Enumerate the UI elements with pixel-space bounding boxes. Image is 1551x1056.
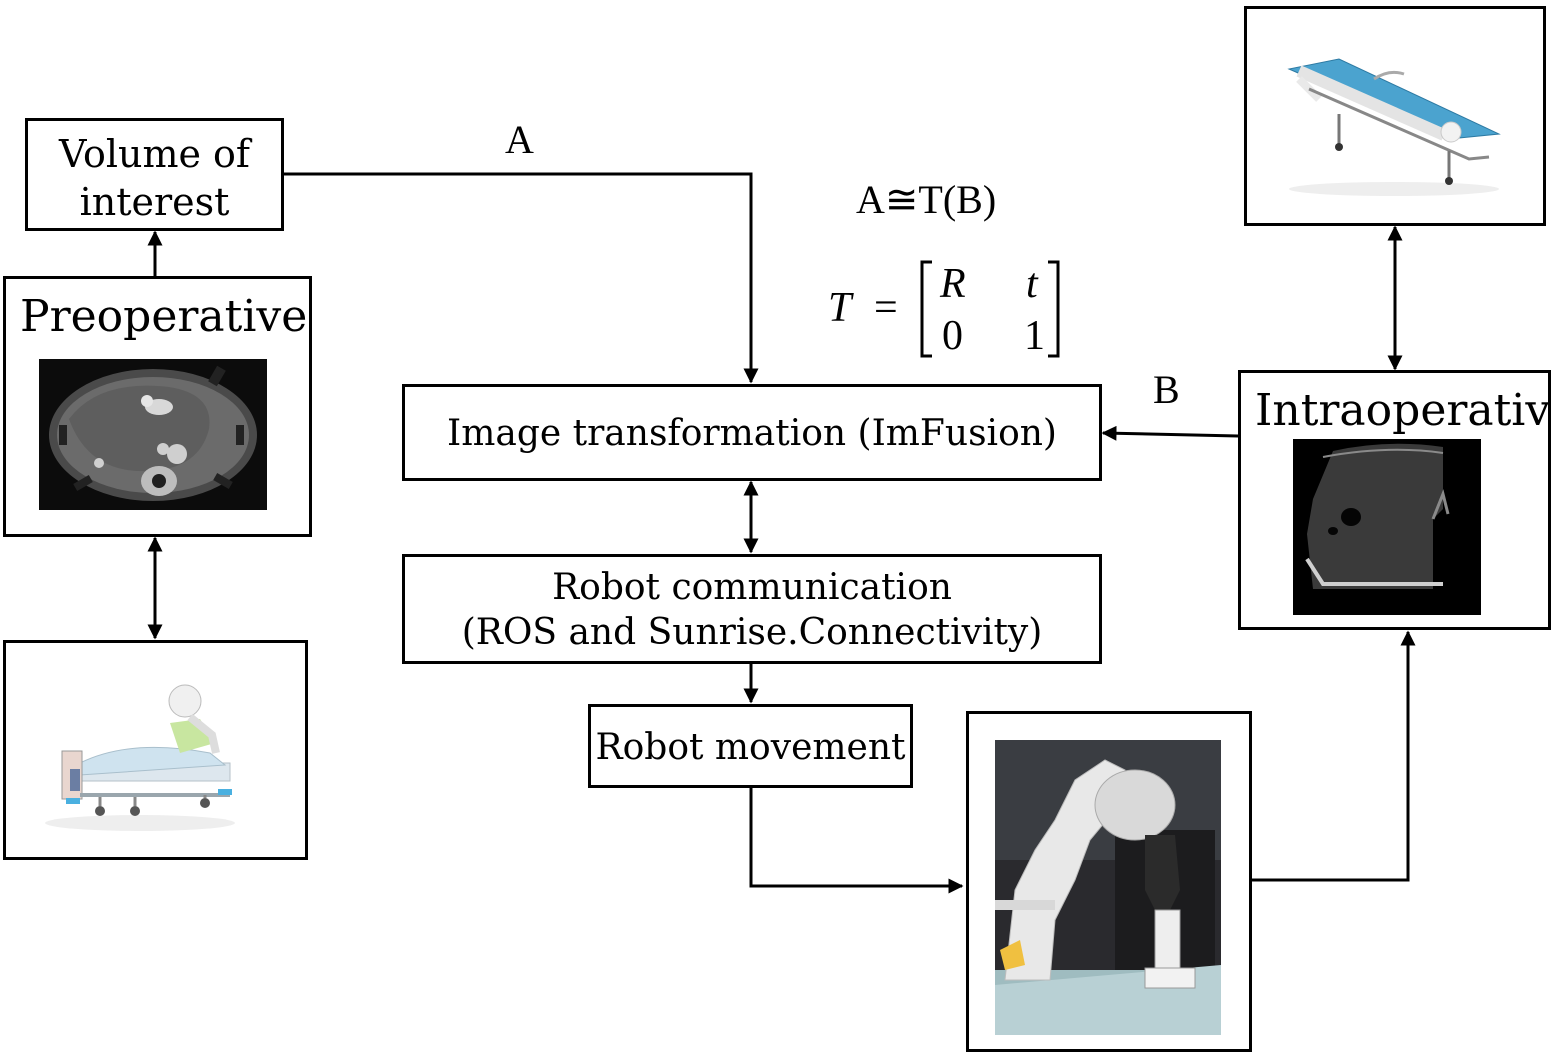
robot-movement-label: Robot movement	[595, 727, 906, 768]
patient-bed-image	[40, 683, 240, 833]
arrow-voi-to-transformation	[283, 172, 759, 384]
volume-of-interest-box: Volume of interest	[25, 118, 284, 231]
matrix-t: t	[1026, 261, 1038, 307]
matrix-brackets	[920, 260, 1060, 358]
arrow-movement-to-robot	[749, 788, 964, 894]
image-transformation-box: Image transformation (ImFusion)	[402, 384, 1102, 481]
patient-stretcher-image	[1279, 39, 1509, 199]
volume-of-interest-line1: Volume of	[58, 132, 250, 176]
robot-arm-box	[966, 711, 1252, 1052]
edge-label-a: A	[505, 117, 534, 162]
preoperative-label: Preoperative	[20, 291, 308, 342]
matrix-r: R	[940, 261, 966, 307]
arrow-intraop-to-transformation	[1101, 425, 1239, 441]
arrow-robot-to-intraop	[1252, 630, 1416, 882]
intraoperative-box: Intraoperative	[1238, 370, 1551, 630]
image-transformation-label: Image transformation (ImFusion)	[447, 413, 1057, 454]
matrix-one: 1	[1024, 313, 1045, 359]
robot-movement-box: Robot movement	[588, 704, 913, 788]
transformation-matrix: T = R t 0 1	[826, 258, 1066, 362]
robot-communication-line2: (ROS and Sunrise.Connectivity)	[461, 612, 1043, 653]
matrix-equals: =	[874, 285, 898, 331]
preoperative-box: Preoperative	[3, 276, 312, 537]
matrix-zero: 0	[942, 313, 963, 359]
robot-communication-line1: Robot communication	[552, 567, 952, 608]
robot-arm-image	[995, 740, 1221, 1035]
ultrasound-image	[1293, 439, 1481, 615]
patient-stretcher-box	[1244, 6, 1546, 226]
ct-scan-image	[39, 359, 267, 510]
intraoperative-label: Intraoperative	[1255, 385, 1551, 436]
robot-communication-box: Robot communication (ROS and Sunrise.Con…	[402, 554, 1102, 664]
matrix-lhs: T	[828, 285, 852, 331]
volume-of-interest-line2: interest	[79, 179, 230, 224]
relation-equation: A≅T(B)	[856, 177, 997, 222]
edge-label-b: B	[1153, 367, 1180, 412]
patient-bed-box	[3, 640, 308, 860]
